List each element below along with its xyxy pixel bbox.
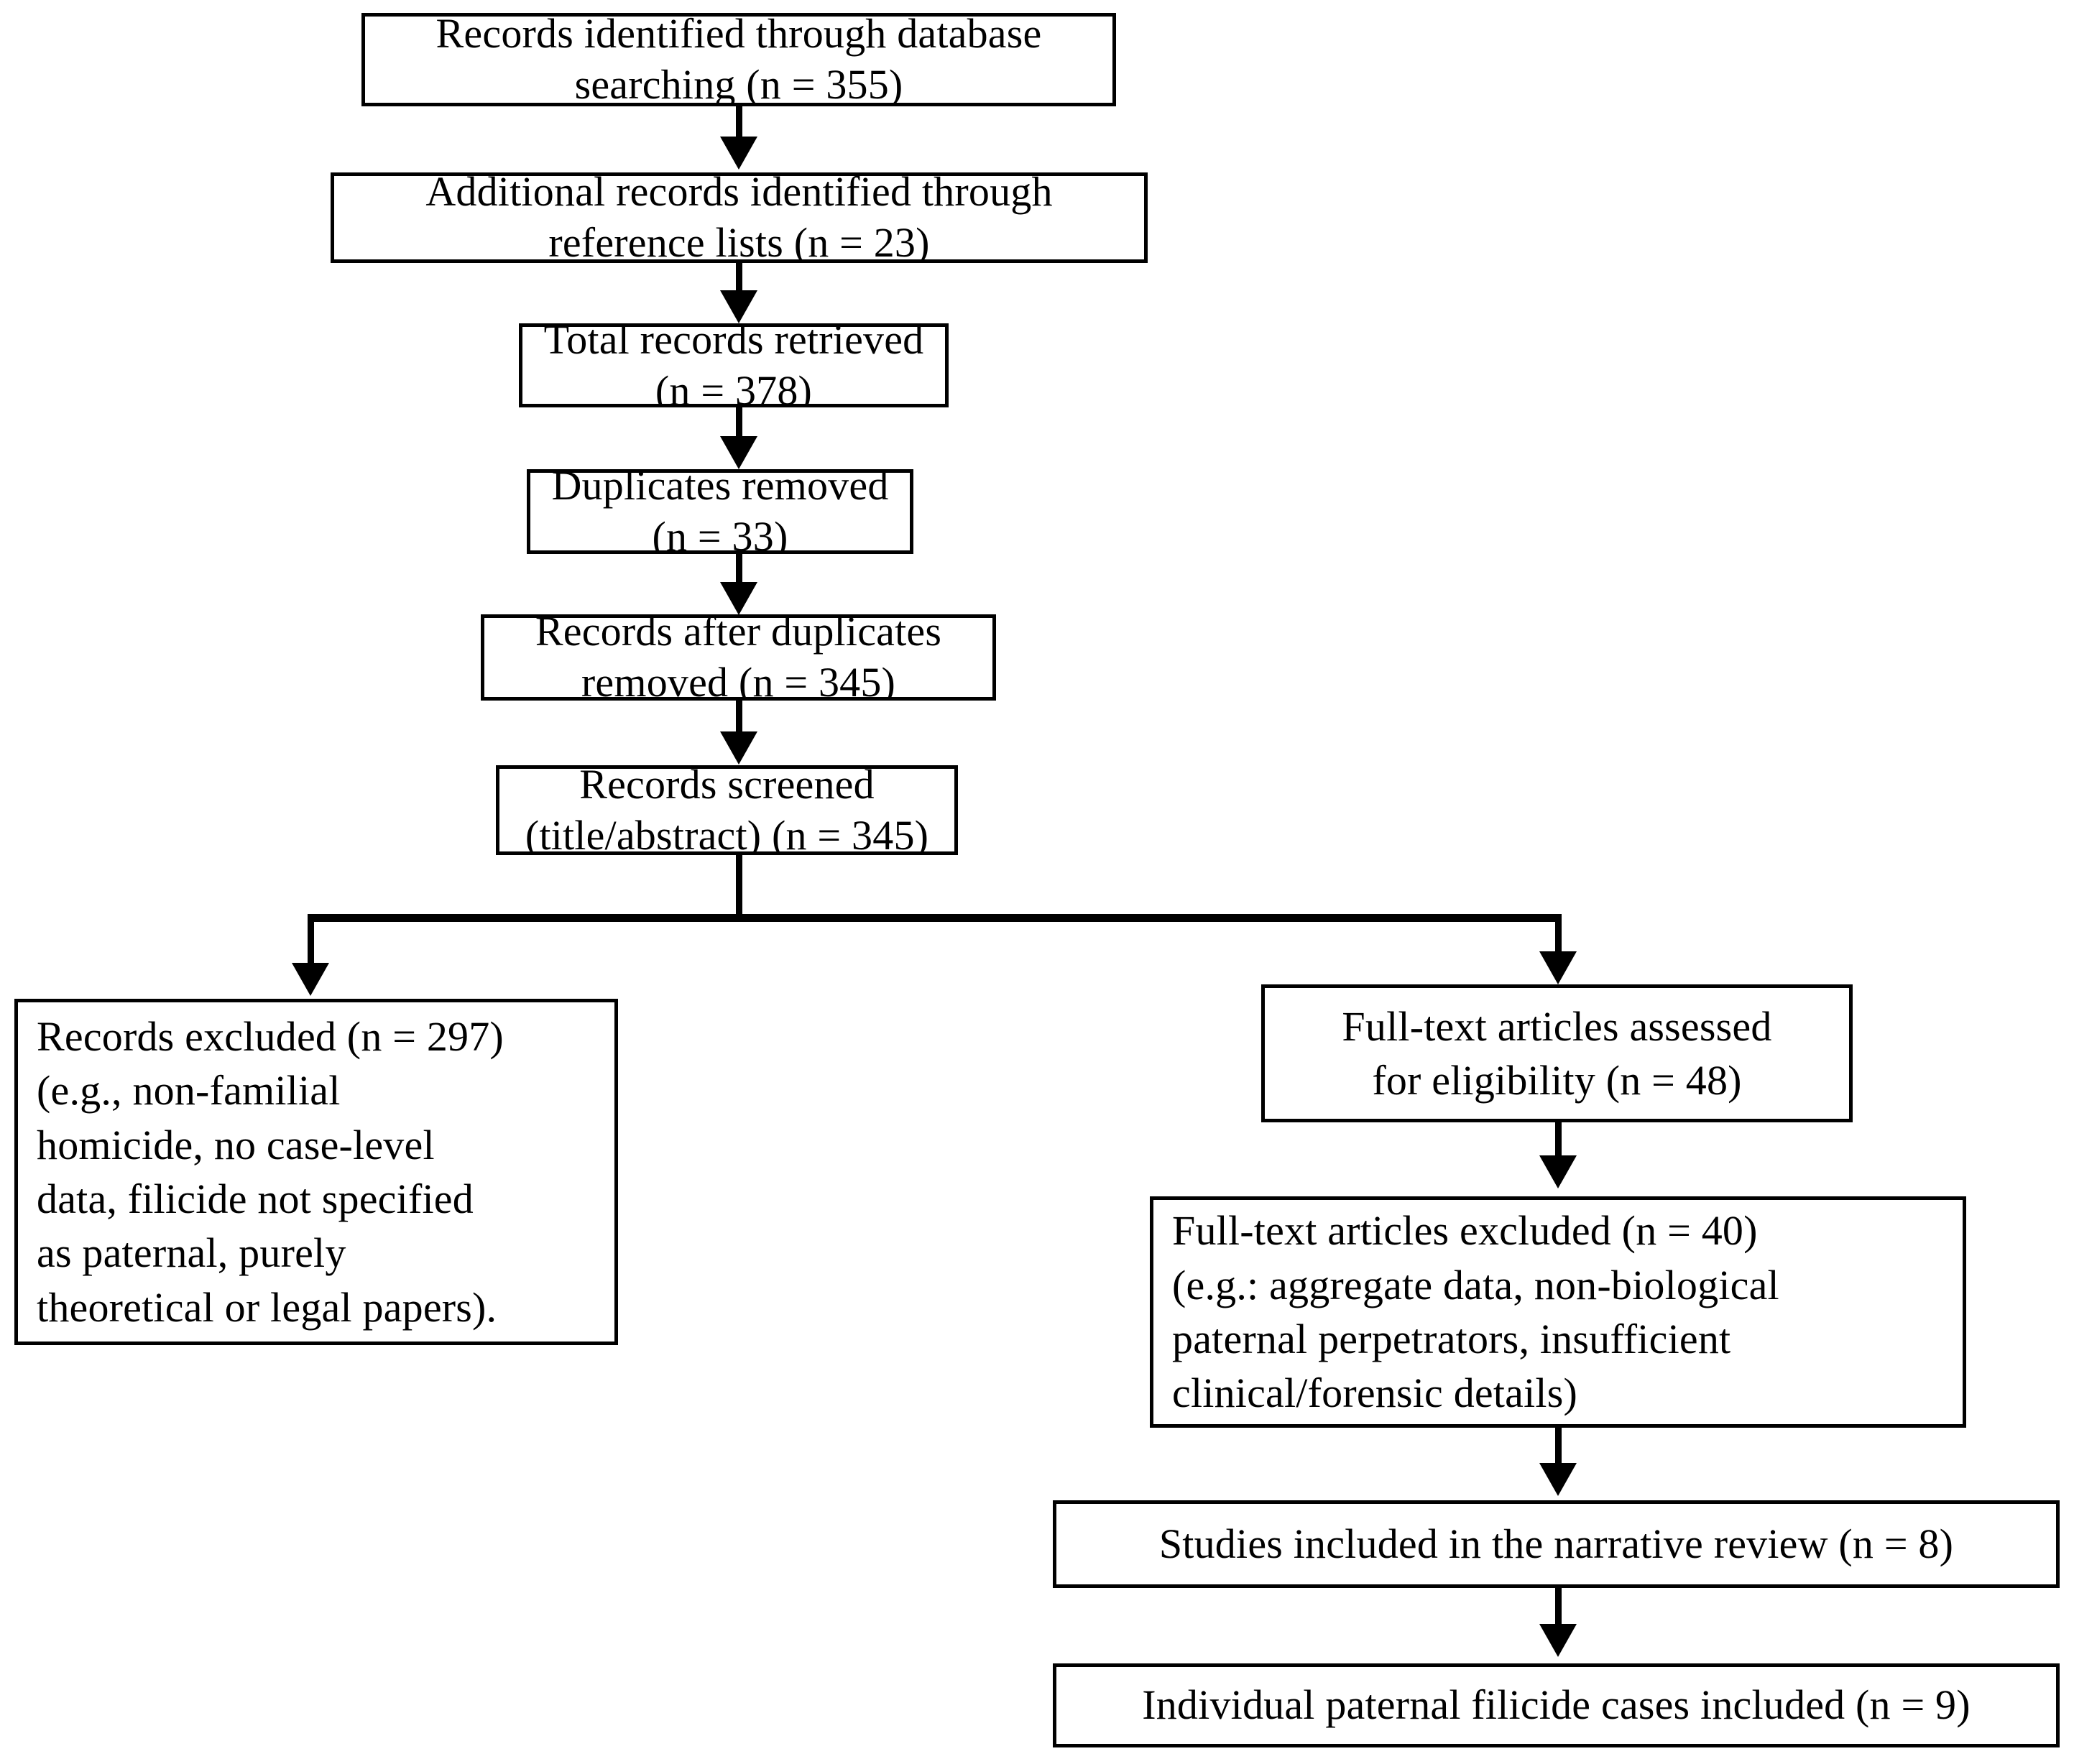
edge-studies-to-cases-arrowhead xyxy=(1539,1624,1577,1657)
edge-total-to-duplicates-line xyxy=(736,407,742,442)
node-fulltext-assessed-label: Full-text articles assessed for eligibil… xyxy=(1342,1002,1772,1104)
node-records-after-duplicates: Records after duplicates removed (n = 34… xyxy=(481,614,996,701)
node-records-excluded-label: Records excluded (n = 297) (e.g., non-fa… xyxy=(37,1012,504,1331)
edge-screened-to-fulltext-line xyxy=(1555,914,1562,959)
node-fulltext-excluded: Full-text articles excluded (n = 40) (e.… xyxy=(1150,1196,1966,1428)
node-additional-records: Additional records identified through re… xyxy=(331,172,1148,263)
edge-screened-split-bus xyxy=(308,914,1562,922)
edge-studies-to-cases-line xyxy=(1555,1588,1562,1630)
node-duplicates-removed: Duplicates removed (n = 33) xyxy=(527,469,913,554)
edge-screened-to-excluded-arrowhead xyxy=(292,963,329,996)
edge-fulltext-excluded-to-studies-line xyxy=(1555,1428,1562,1469)
node-studies-included: Studies included in the narrative review… xyxy=(1053,1500,2060,1588)
node-total-retrieved: Total records retrieved (n = 378) xyxy=(519,323,949,407)
node-records-identified-label: Records identified through database sear… xyxy=(435,13,1042,106)
node-cases-included: Individual paternal filicide cases inclu… xyxy=(1053,1663,2060,1747)
node-records-identified: Records identified through database sear… xyxy=(361,13,1116,106)
edge-identified-to-additional-line xyxy=(736,106,742,142)
edge-assessed-to-fulltext-excluded-arrowhead xyxy=(1539,1155,1577,1188)
edge-screened-split-stem xyxy=(736,855,742,918)
node-fulltext-excluded-label: Full-text articles excluded (n = 40) (e.… xyxy=(1172,1207,1779,1417)
edge-assessed-to-fulltext-excluded-line xyxy=(1555,1122,1562,1161)
edge-after-to-screened-line xyxy=(736,701,742,738)
node-duplicates-removed-label: Duplicates removed (n = 33) xyxy=(551,469,889,554)
edge-identified-to-additional-arrowhead xyxy=(720,137,757,170)
edge-additional-to-total-line xyxy=(736,263,742,296)
node-records-excluded: Records excluded (n = 297) (e.g., non-fa… xyxy=(14,999,618,1345)
edge-duplicates-to-after-line xyxy=(736,554,742,588)
edge-fulltext-excluded-to-studies-arrowhead xyxy=(1539,1463,1577,1496)
node-records-screened-label: Records screened (title/abstract) (n = 3… xyxy=(525,765,929,855)
node-records-after-duplicates-label: Records after duplicates removed (n = 34… xyxy=(535,614,942,701)
node-records-screened: Records screened (title/abstract) (n = 3… xyxy=(496,765,958,855)
edge-after-to-screened-arrowhead xyxy=(720,731,757,765)
edge-additional-to-total-arrowhead xyxy=(720,290,757,323)
edge-screened-to-excluded-line xyxy=(308,914,314,970)
edge-duplicates-to-after-arrowhead xyxy=(720,582,757,615)
node-cases-included-label: Individual paternal filicide cases inclu… xyxy=(1142,1681,1971,1729)
node-fulltext-assessed: Full-text articles assessed for eligibil… xyxy=(1261,984,1853,1122)
node-total-retrieved-label: Total records retrieved (n = 378) xyxy=(543,323,924,407)
edge-total-to-duplicates-arrowhead xyxy=(720,436,757,469)
node-studies-included-label: Studies included in the narrative review… xyxy=(1158,1520,1954,1567)
edge-screened-to-fulltext-arrowhead xyxy=(1539,951,1577,984)
node-additional-records-label: Additional records identified through re… xyxy=(425,172,1053,263)
